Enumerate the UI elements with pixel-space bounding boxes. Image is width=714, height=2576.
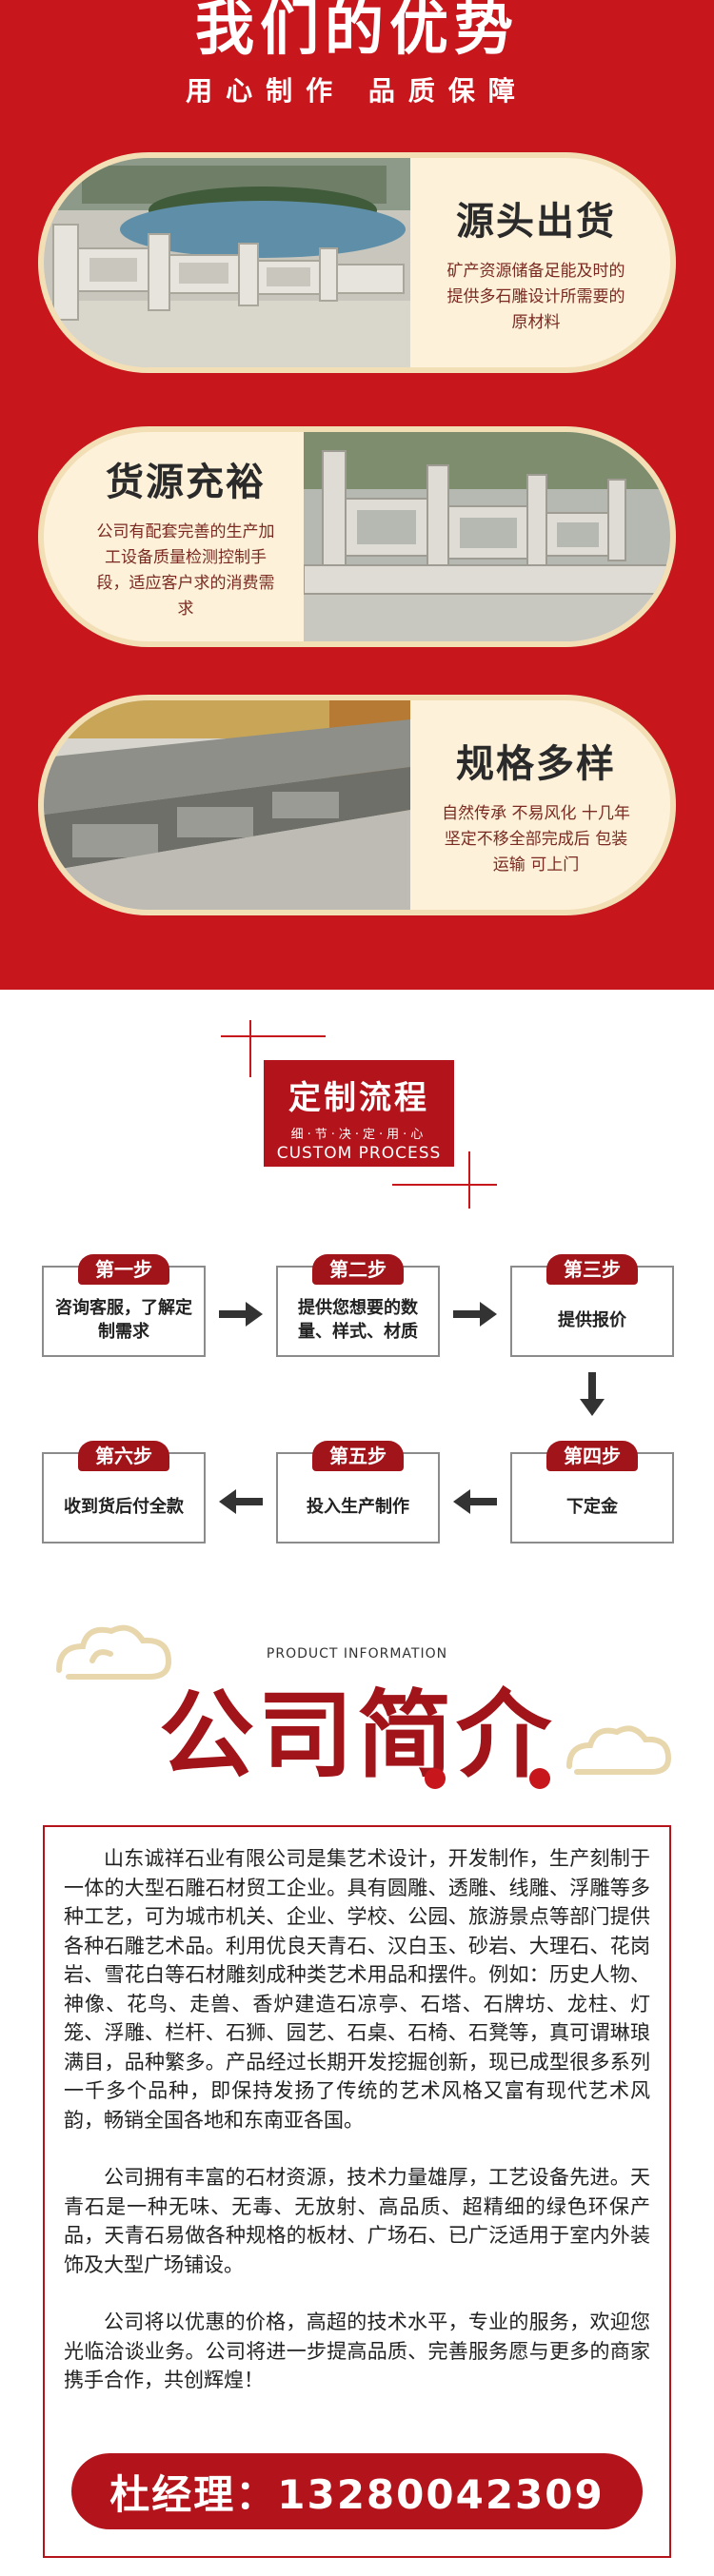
intro-box: 山东诚祥石业有限公司是集艺术设计，开发制作，生产刻制于一体的大型石雕石材贸工企业…	[43, 1825, 671, 2558]
step-text: 提供您想要的数量、样式、材质	[298, 1298, 418, 1342]
fountain-railing-photo	[44, 158, 410, 367]
process-deco-line	[249, 1020, 251, 1077]
arrow-down-icon	[580, 1372, 605, 1416]
process-title: 定制流程	[288, 1079, 429, 1117]
advantages-subtitle: 用心制作 品质保障	[186, 75, 528, 107]
advantage-desc: 矿产资源储备足能及时的提供多石雕设计所需要的原材料	[446, 261, 625, 332]
process-subtitle-en: CUSTOM PROCESS	[276, 1144, 442, 1163]
intro-paragraph-2: 公司拥有丰富的石材资源，技术力量雄厚，工艺设备先进。天青石是一种无味、无毒、无放…	[64, 2166, 650, 2276]
process-step-6: 第六步 收到货后付全款	[42, 1441, 206, 1544]
advantage-card-specs: 规格多样 自然传承 不易风化 十几年坚定不移全部完成后 包装运输 可上门	[38, 695, 676, 915]
advantage-card-specs-text: 规格多样 自然传承 不易风化 十几年坚定不移全部完成后 包装运输 可上门	[407, 700, 664, 910]
carved-wall-photo	[44, 700, 410, 910]
arrow-left-icon	[219, 1489, 263, 1514]
step-text: 下定金	[566, 1496, 618, 1517]
process-step-2: 第二步 提供您想要的数量、样式、材质	[276, 1254, 440, 1357]
decor-dot	[425, 1768, 446, 1789]
arrow-right-icon	[219, 1302, 263, 1327]
contact-phone-button[interactable]: 杜经理：13280042309	[71, 2453, 643, 2529]
intro-paragraph-1: 山东诚祥石业有限公司是集艺术设计，开发制作，生产刻制于一体的大型石雕石材贸工企业…	[64, 1847, 650, 2132]
step-text: 收到货后付全款	[64, 1496, 184, 1517]
advantage-desc: 自然传承 不易风化 十几年坚定不移全部完成后 包装运输 可上门	[442, 803, 630, 875]
process-deco-line	[221, 1035, 326, 1037]
arrow-left-icon	[453, 1489, 497, 1514]
advantage-card-supply-text: 货源充裕 公司有配套完善的生产加工设备质量检测控制手段，适应客户求的消费需求	[57, 432, 314, 641]
step-tag: 第五步	[312, 1441, 404, 1471]
step-text: 提供报价	[558, 1309, 626, 1330]
advantage-heading: 货源充裕	[106, 460, 266, 504]
step-tag: 第六步	[78, 1441, 169, 1471]
fountain-railing-image	[44, 158, 410, 367]
intro-label-en: PRODUCT INFORMATION	[266, 1646, 448, 1662]
step-tag: 第二步	[312, 1254, 404, 1285]
process-step-1: 第一步 咨询客服，了解定制需求	[42, 1254, 206, 1357]
process-step-3: 第三步 提供报价	[510, 1254, 674, 1357]
process-subtitle: 细·节·决·定·用·心	[290, 1128, 427, 1142]
advantages-title: 我们的优势	[194, 0, 519, 63]
stone-balustrade-image	[304, 432, 670, 641]
cloud-ornament-icon	[56, 1624, 172, 1680]
step-tag: 第一步	[78, 1254, 169, 1285]
intro-paragraph-3: 公司将以优惠的价格，高超的技术水平，专业的服务，欢迎您光临洽谈业务。公司将进一步…	[64, 2311, 650, 2391]
advantage-heading: 规格多样	[456, 740, 616, 786]
stone-balustrade-photo	[304, 432, 670, 641]
step-text: 咨询客服，了解定制需求	[55, 1298, 192, 1342]
advantage-desc: 公司有配套完善的生产加工设备质量检测控制手段，适应客户求的消费需求	[96, 522, 275, 619]
process-deco-line	[468, 1151, 470, 1209]
step-text: 投入生产制作	[307, 1496, 409, 1517]
process-badge: 定制流程 细·节·决·定·用·心 CUSTOM PROCESS	[264, 1060, 454, 1167]
cloud-ornament-icon	[566, 1725, 672, 1775]
advantage-card-source-text: 源头出货 矿产资源储备足能及时的提供多石雕设计所需要的原材料	[407, 158, 664, 367]
arrow-right-icon	[453, 1302, 497, 1327]
process-step-5: 第五步 投入生产制作	[276, 1441, 440, 1544]
advantages-section: 我们的优势 用心制作 品质保障	[0, 0, 714, 990]
carved-wall-image	[44, 700, 410, 910]
step-tag: 第四步	[546, 1441, 638, 1471]
advantage-card-supply: 货源充裕 公司有配套完善的生产加工设备质量检测控制手段，适应客户求的消费需求	[38, 426, 676, 647]
decor-dot	[529, 1768, 550, 1789]
process-step-4: 第四步 下定金	[510, 1441, 674, 1544]
step-tag: 第三步	[546, 1254, 638, 1285]
advantage-card-source: 源头出货 矿产资源储备足能及时的提供多石雕设计所需要的原材料	[38, 152, 676, 373]
advantage-heading: 源头出货	[456, 198, 616, 244]
intro-title: 公司简介	[159, 1679, 555, 1791]
process-deco-line	[392, 1184, 497, 1186]
